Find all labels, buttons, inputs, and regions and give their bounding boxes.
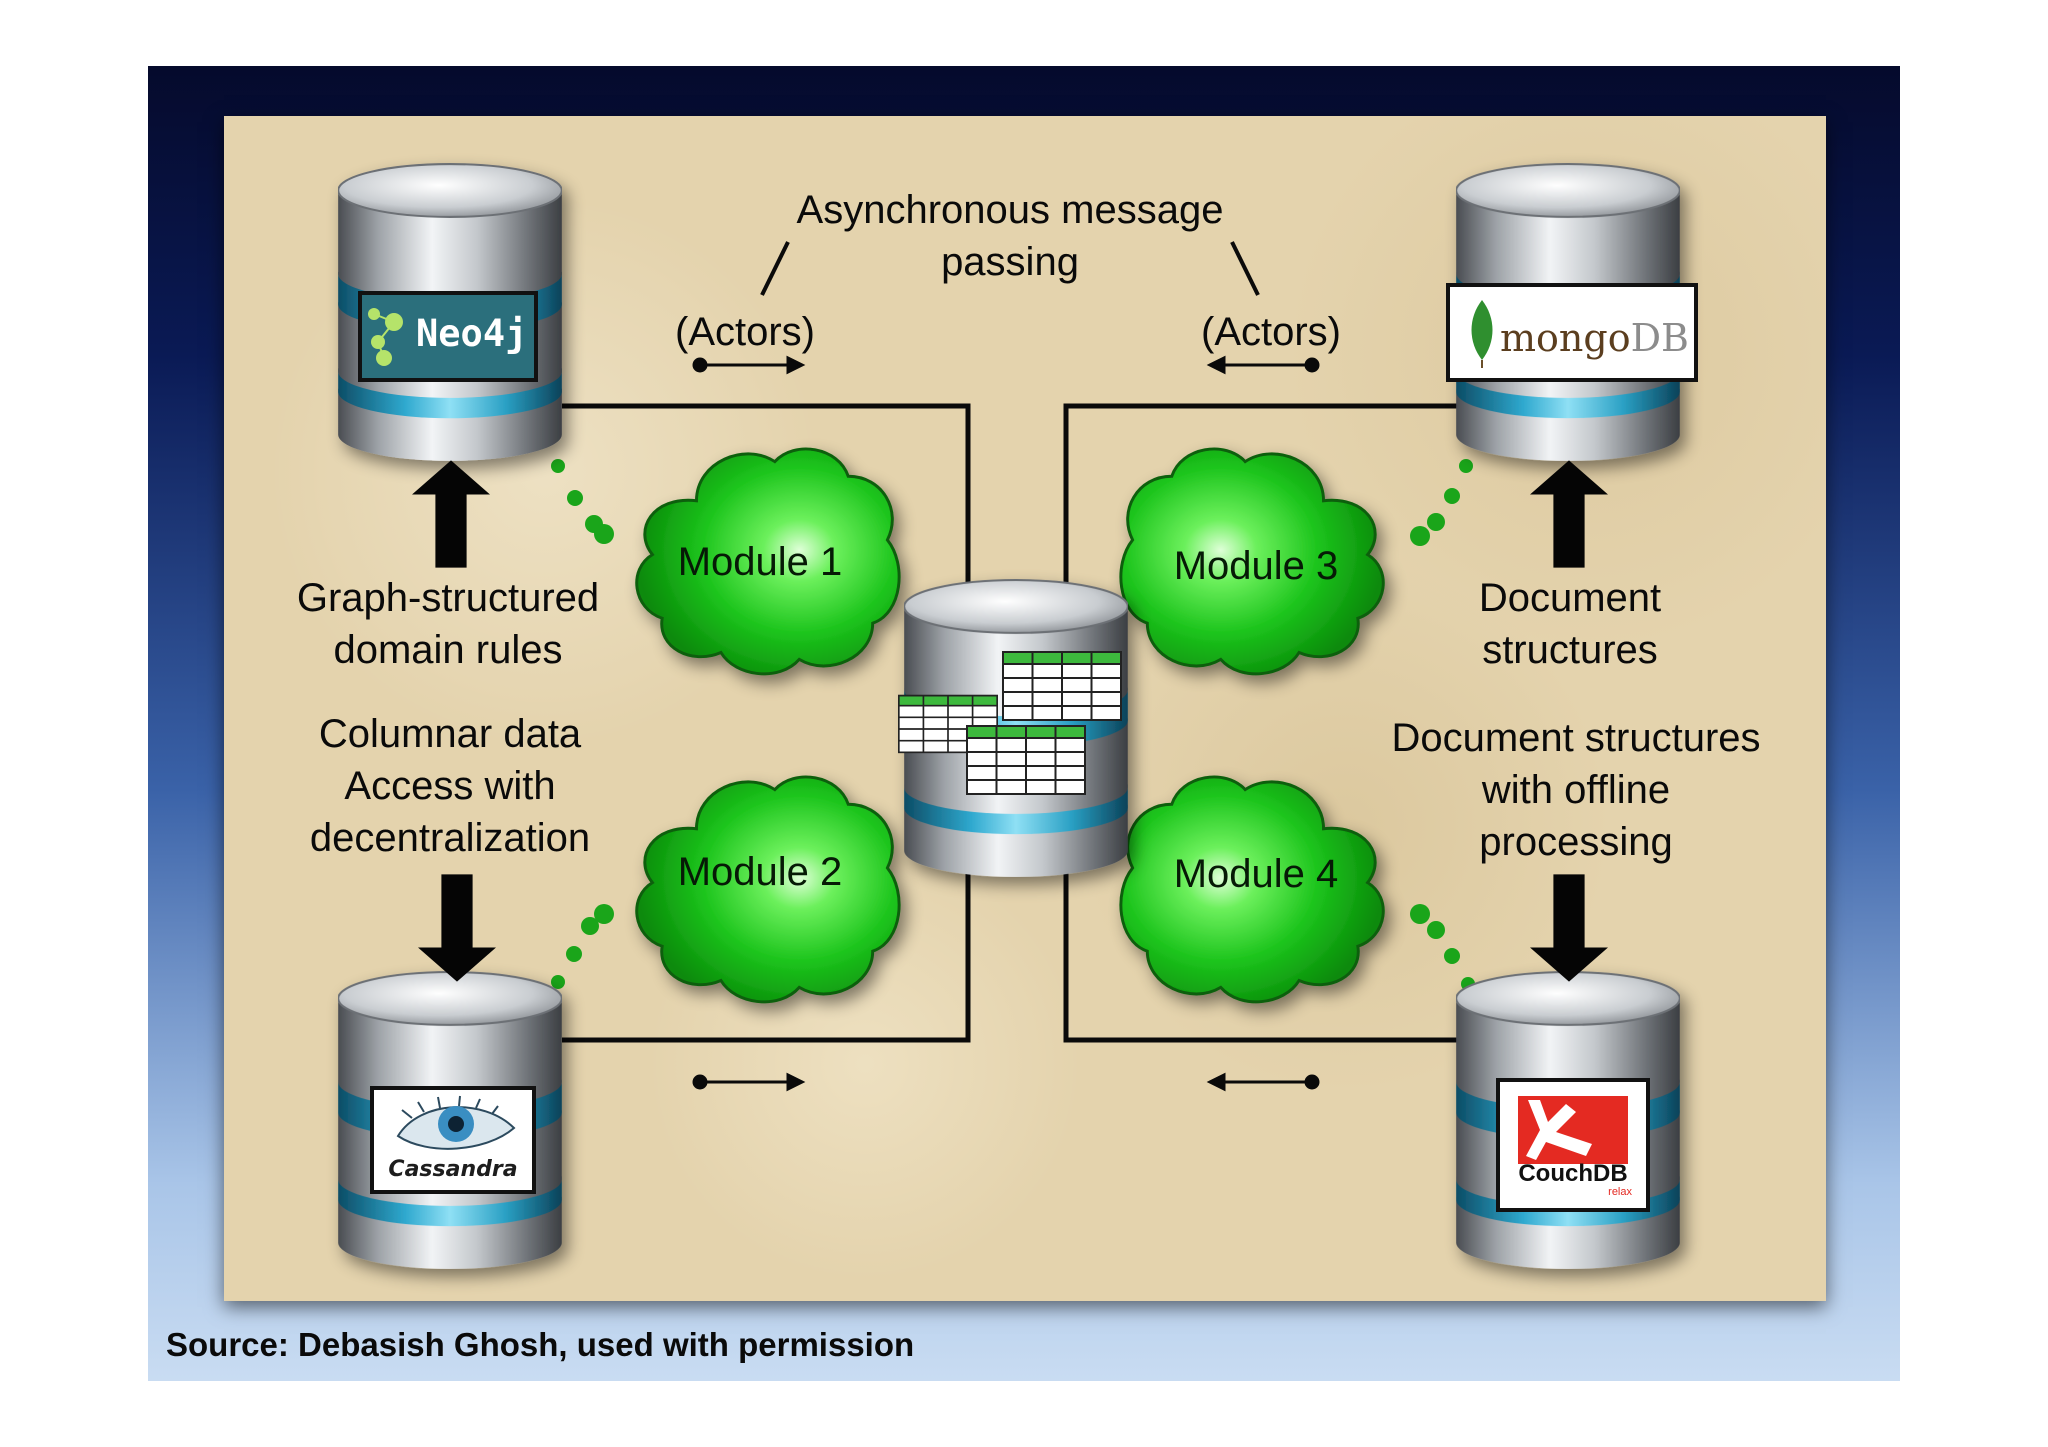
module-3-label: Module 3 [1173, 544, 1339, 588]
document-line1: Document [1478, 576, 1662, 620]
header-slashes [760, 241, 1260, 296]
offline-line1: Document structures [1391, 716, 1761, 760]
module-1-label: Module 1 [677, 540, 843, 584]
columnar-label: Columnar data Access with decentralizati… [270, 708, 630, 864]
columnar-line2: Access with [344, 764, 556, 808]
source-caption: Source: Debasish Ghosh, used with permis… [166, 1326, 915, 1363]
actor-arrows [692, 355, 1320, 1092]
async-title: Asynchronous message passing [740, 184, 1280, 288]
document-structures-label: Document structures [1430, 572, 1710, 676]
cassandra-logo-text: Cassandra [388, 1157, 518, 1182]
cassandra-logo [370, 1086, 536, 1194]
couchdb-logo-text: CouchDB [1518, 1160, 1628, 1187]
mongodb-logo [1446, 283, 1698, 382]
async-title-line1: Asynchronous message [796, 188, 1224, 232]
actors-left-label: (Actors) [675, 310, 815, 354]
mongodb-logo-text: mongoDB [1500, 316, 1689, 360]
graph-rules-label: Graph-structured domain rules [268, 572, 628, 676]
actors-right-label: (Actors) [1201, 310, 1341, 354]
couchdb-tagline-text: relax [1608, 1186, 1632, 1198]
document-line2: structures [1482, 628, 1658, 672]
mongodb-logo-text-db: DB [1630, 316, 1689, 360]
offline-line2: with offline [1481, 768, 1671, 812]
graph-rules-line2: domain rules [333, 628, 563, 672]
neo4j-logo [358, 291, 538, 382]
couchdb-logo [1496, 1078, 1650, 1212]
offline-processing-label: Document structures with offline process… [1356, 712, 1796, 868]
up-arrow-icon [1530, 460, 1608, 568]
offline-line3: processing [1479, 820, 1673, 864]
columnar-line3: decentralization [309, 816, 591, 860]
mongodb-logo-text-mongo: mongo [1500, 316, 1631, 360]
graph-rules-line1: Graph-structured [296, 576, 600, 620]
async-title-line2: passing [941, 240, 1079, 284]
down-arrow-icon [1530, 874, 1608, 982]
columnar-line1: Columnar data [318, 712, 582, 756]
module-4-label: Module 4 [1173, 852, 1339, 896]
connector-lines [562, 403, 1460, 1043]
down-arrow-icon [418, 874, 496, 982]
neo4j-logo-text: Neo4j [416, 312, 528, 355]
module-2-label: Module 2 [677, 850, 843, 894]
up-arrow-icon [412, 460, 490, 568]
